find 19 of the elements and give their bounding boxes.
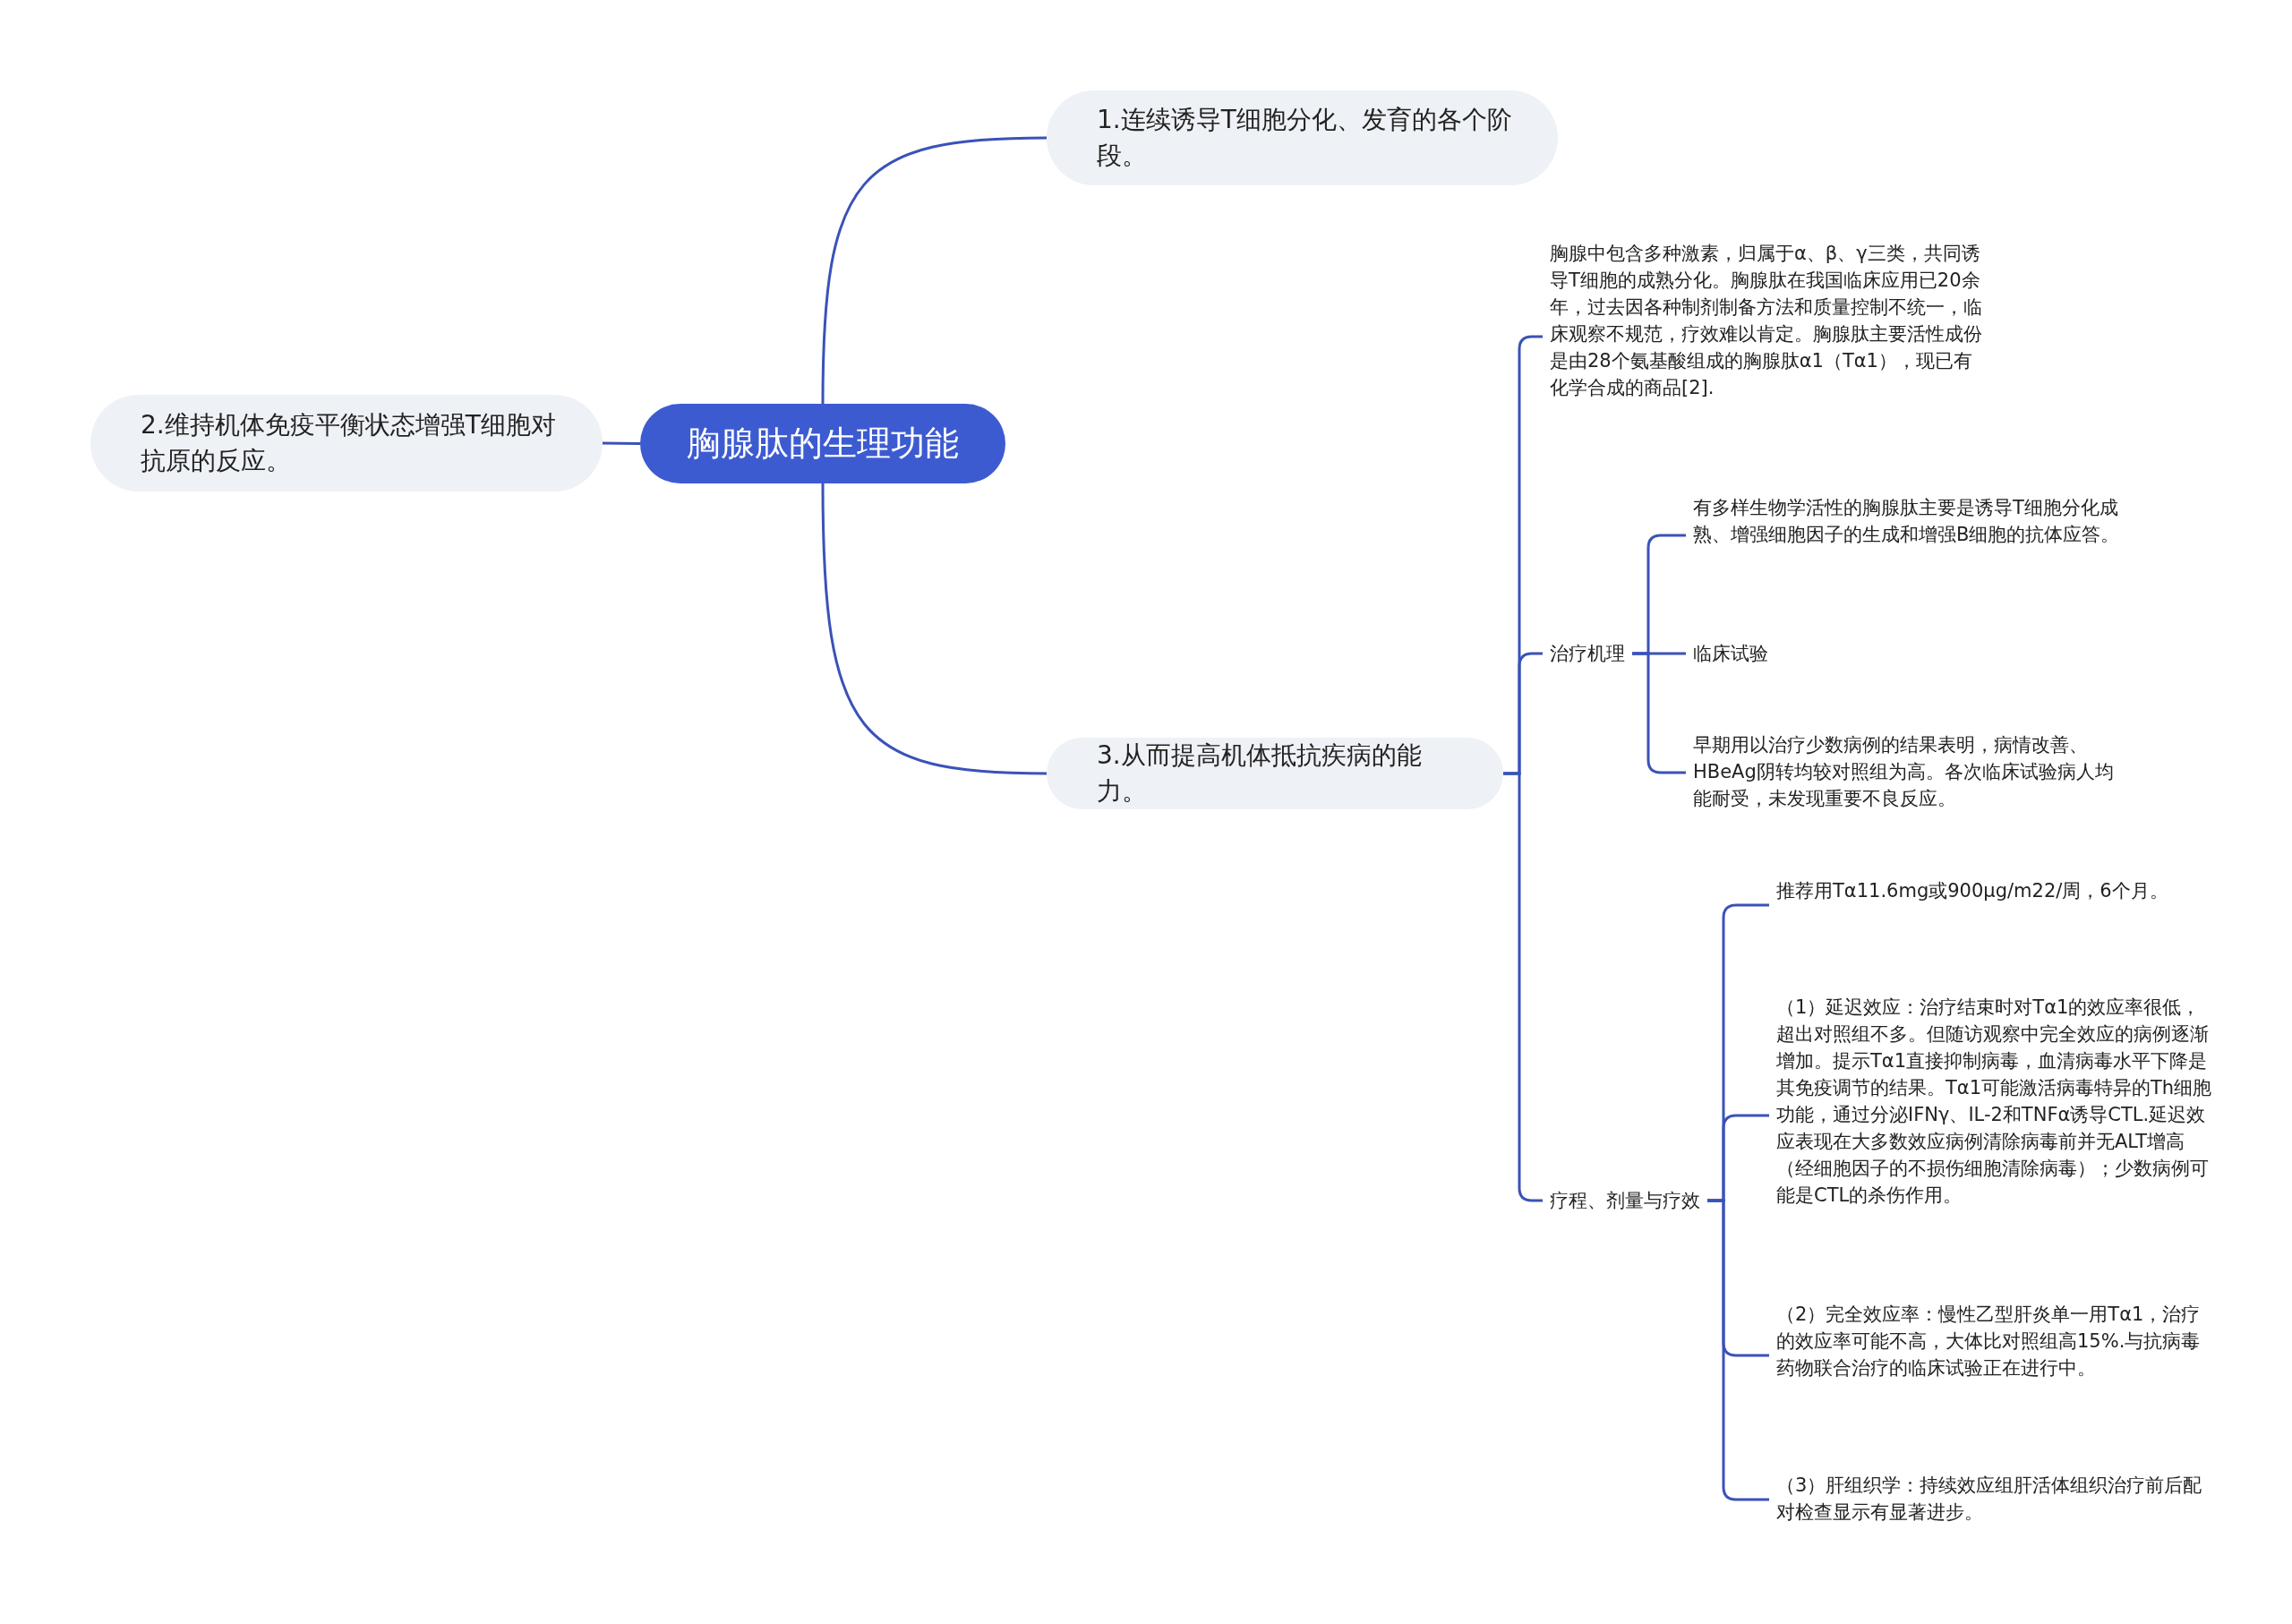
topic-text: 胸腺中包含多种激素，归属于α、β、γ三类，共同诱导T细胞的成熟分化。胸腺肽在我国临床应用已20余年，过去因各种制剂制备方法和质量控制不统一，临床观察不规范，疗效难以肯定。胸腺肽主要活性成份是由28个氨基酸组成的胸腺肽α1（Tα1），现已有化学合成的商品[2]. (1550, 240, 1988, 433)
connector (1632, 652, 1686, 774)
topic-text: 治疗机理 (1550, 640, 1648, 667)
topic-text: 疗程、剂量与疗效 (1550, 1187, 1729, 1214)
topic-text: （3）肝组织学：持续效应组肝活体组织治疗前后配对检查显示有显著进步。 (1776, 1472, 2215, 1527)
topic-text: （1）延迟效应：治疗结束时对Tα1的效应率很低，超出对照组不多。但随访观察中完全效应的病例逐渐增加。提示Tα1直接抑制病毒，血清病毒水平下降是其免疫调节的结果。Tα1可能激活病毒特异的Th细胞功能，通过分泌IFNγ、IL-2和TNFα诱导CTL.延迟效应表现在大多数效应病例清除病毒前并无ALT增高（经细胞因子的不损伤细胞清除病毒）；少数病例可能是CTL的杀伤作用。 (1776, 994, 2215, 1237)
connector (821, 136, 1048, 405)
topic-text: （2）完全效应率：慢性乙型肝炎单一用Tα1，治疗的效应率可能不高，大体比对照组高15%.与抗病毒药物联合治疗的临床试验正在进行中。 (1776, 1301, 2215, 1410)
connector (821, 483, 1048, 775)
topic-text: 推荐用Tα11.6mg或900μg/m22/周，6个月。 (1776, 877, 2215, 933)
topic-text: 早期用以治疗少数病例的结果表明，病情改善、HBeAg阴转均较对照组为高。各次临床试验病人均能耐受，未发现重要不良反应。 (1693, 731, 2132, 814)
connector (603, 441, 640, 445)
central-topic: 胸腺肽的生理功能 (640, 404, 1005, 483)
topic-text: 有多样生物学活性的胸腺肽主要是诱导T细胞分化成熟、增强细胞因子的生成和增强B细胞的抗体应答。 (1693, 494, 2132, 577)
topic-text: 临床试验 (1693, 640, 1792, 667)
connector (1707, 1199, 1769, 1501)
topic-box: 2.维持机体免疫平衡状态增强T细胞对抗原的反应。 (90, 395, 603, 491)
topic-box: 1.连续诱导T细胞分化、发育的各个阶段。 (1047, 90, 1558, 185)
topic-box: 3.从而提高机体抵抗疾病的能力。 (1047, 738, 1503, 809)
